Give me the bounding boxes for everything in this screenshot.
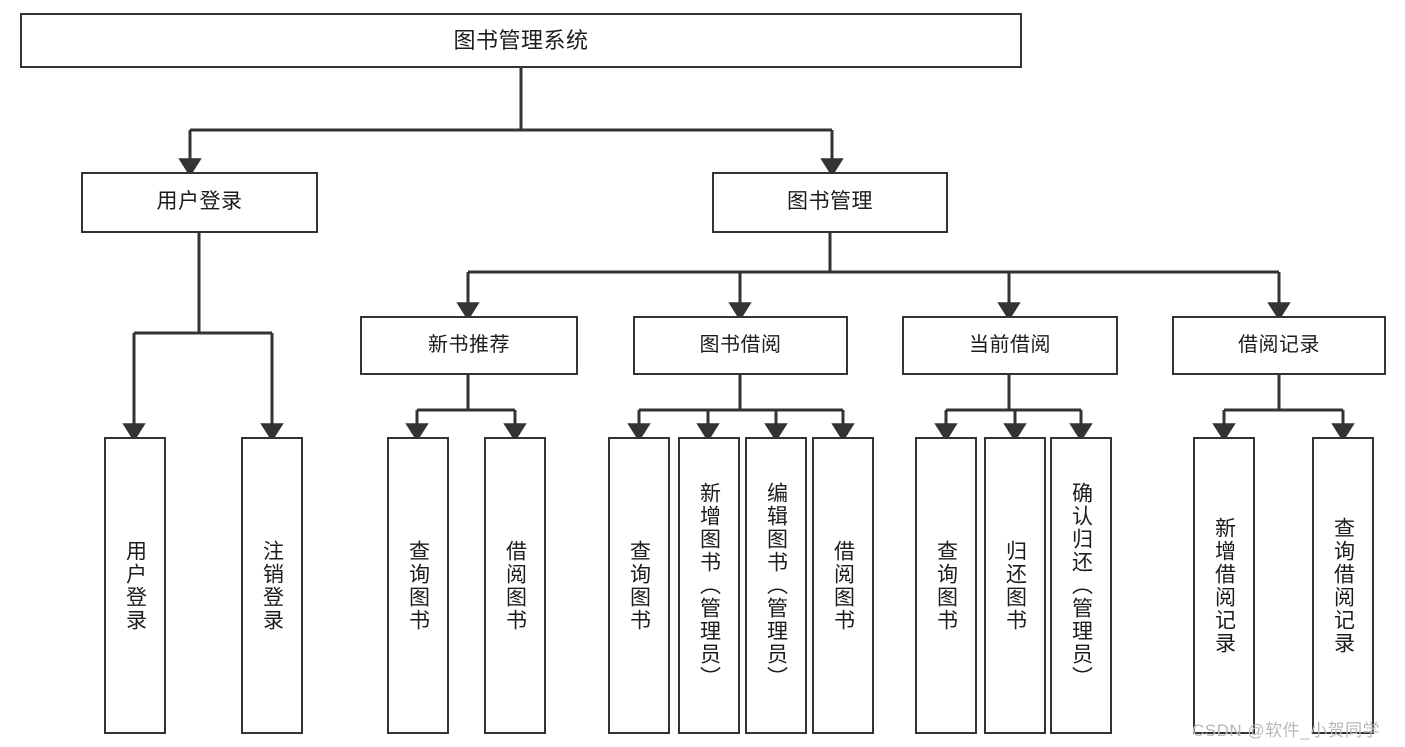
leaf-user-login[interactable]: 用户登录 <box>104 437 166 734</box>
leaf-current-return-book[interactable]: 归还图书 <box>984 437 1046 734</box>
leaf-borrow-edit-book-label: 编辑图书（管理员） <box>764 482 788 689</box>
node-root-label: 图书管理系统 <box>453 27 589 53</box>
node-book-manage-label: 图书管理 <box>787 190 873 214</box>
node-user-login[interactable]: 用户登录 <box>81 172 318 233</box>
node-root[interactable]: 图书管理系统 <box>20 13 1022 68</box>
leaf-user-logout-label: 注销登录 <box>260 539 284 632</box>
leaf-current-return-book-label: 归还图书 <box>1003 539 1027 632</box>
node-user-login-label: 用户登录 <box>156 190 243 214</box>
leaf-user-logout[interactable]: 注销登录 <box>241 437 303 734</box>
leaf-borrow-add-book-label: 新增图书（管理员） <box>697 482 721 689</box>
node-borrow-record-label: 借阅记录 <box>1238 334 1320 356</box>
leaf-rec-borrow-book-label: 借阅图书 <box>503 539 527 632</box>
leaf-record-query[interactable]: 查询借阅记录 <box>1312 437 1374 734</box>
leaf-borrow-query-book-label: 查询图书 <box>627 539 651 632</box>
leaf-record-add[interactable]: 新增借阅记录 <box>1193 437 1255 734</box>
leaf-borrow-query-book[interactable]: 查询图书 <box>608 437 670 734</box>
leaf-rec-borrow-book[interactable]: 借阅图书 <box>484 437 546 734</box>
node-current-borrow[interactable]: 当前借阅 <box>902 316 1118 375</box>
node-borrow-record[interactable]: 借阅记录 <box>1172 316 1386 375</box>
csdn-watermark: CSDN @软件_小贺同学 <box>1192 721 1381 740</box>
node-book-manage[interactable]: 图书管理 <box>712 172 948 233</box>
leaf-rec-query-book[interactable]: 查询图书 <box>387 437 449 734</box>
node-book-borrow-label: 图书借阅 <box>699 334 782 356</box>
leaf-user-login-label: 用户登录 <box>123 539 147 632</box>
leaf-current-query-book[interactable]: 查询图书 <box>915 437 977 734</box>
leaf-borrow-lend-book-label: 借阅图书 <box>831 539 855 632</box>
leaf-record-query-label: 查询借阅记录 <box>1331 516 1355 655</box>
node-book-borrow[interactable]: 图书借阅 <box>633 316 848 375</box>
node-new-book-rec-label: 新书推荐 <box>428 334 510 356</box>
leaf-current-confirm-return-label: 确认归还（管理员） <box>1069 482 1093 689</box>
leaf-borrow-edit-book[interactable]: 编辑图书（管理员） <box>745 437 807 734</box>
leaf-current-confirm-return[interactable]: 确认归还（管理员） <box>1050 437 1112 734</box>
leaf-rec-query-book-label: 查询图书 <box>406 539 430 632</box>
leaf-borrow-add-book[interactable]: 新增图书（管理员） <box>678 437 740 734</box>
node-current-borrow-label: 当前借阅 <box>969 334 1051 356</box>
node-new-book-rec[interactable]: 新书推荐 <box>360 316 578 375</box>
leaf-current-query-book-label: 查询图书 <box>934 539 958 632</box>
leaf-borrow-lend-book[interactable]: 借阅图书 <box>812 437 874 734</box>
leaf-record-add-label: 新增借阅记录 <box>1212 516 1236 655</box>
